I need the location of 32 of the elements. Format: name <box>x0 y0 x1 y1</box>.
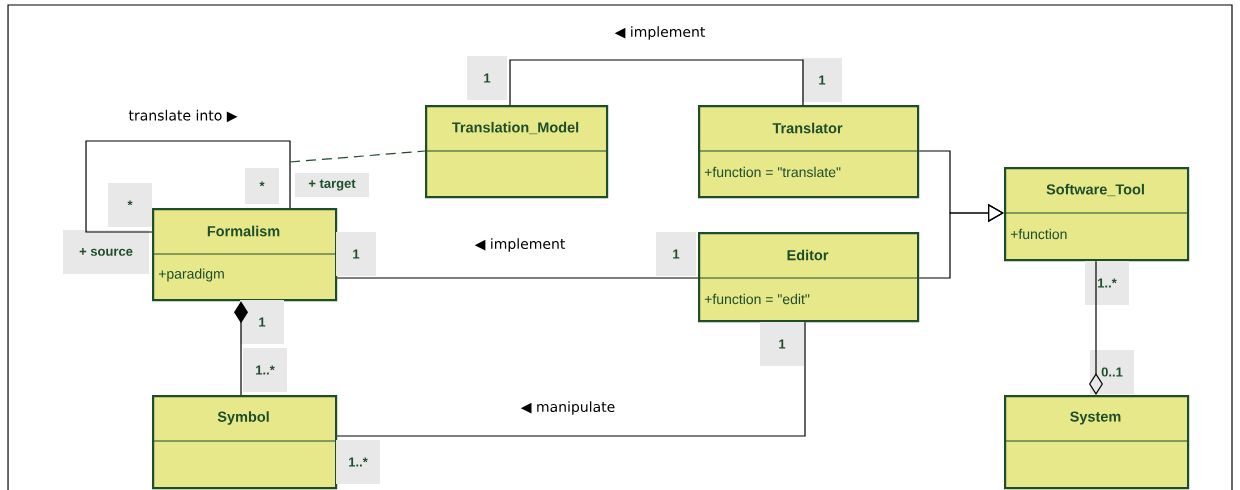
edge-label: translate into ▶ <box>127 108 239 124</box>
class-box: Software_Tool +function <box>1003 167 1190 262</box>
role-label: + target <box>295 173 369 197</box>
multiplicity-label: 1..* <box>1085 261 1129 305</box>
edge-label: ◀ implement <box>613 25 707 41</box>
multiplicity-label: * <box>108 183 152 227</box>
connector <box>918 203 1004 279</box>
connector <box>336 277 699 279</box>
class-box: Formalism +paradigm <box>151 208 338 302</box>
class-box: Symbol <box>151 395 338 490</box>
connector <box>289 150 426 163</box>
connector <box>1089 260 1103 395</box>
class-box: System <box>1003 395 1190 490</box>
class-box: Translator +function = "translate" <box>697 105 920 199</box>
multiplicity-label: 1 <box>656 232 696 276</box>
connector <box>85 140 291 233</box>
class-box: Translation_Model <box>424 105 609 199</box>
multiplicity-label: 0..1 <box>1090 350 1134 394</box>
connector <box>509 59 804 106</box>
edge-label: ◀ implement <box>473 237 567 253</box>
class-box: Editor +function = "edit" <box>697 232 920 323</box>
connector <box>234 301 248 396</box>
edge-label: ◀ manipulate <box>519 400 617 416</box>
multiplicity-label: 1..* <box>336 440 380 484</box>
multiplicity-label: 1 <box>802 58 842 102</box>
role-label: + source <box>63 230 149 274</box>
multiplicity-label: 1..* <box>243 348 287 392</box>
multiplicity-label: 1 <box>336 232 376 276</box>
connector <box>336 321 806 437</box>
multiplicity-label: 1 <box>760 322 804 366</box>
multiplicity-label: 1 <box>467 56 507 100</box>
multiplicity-label: * <box>245 168 279 204</box>
